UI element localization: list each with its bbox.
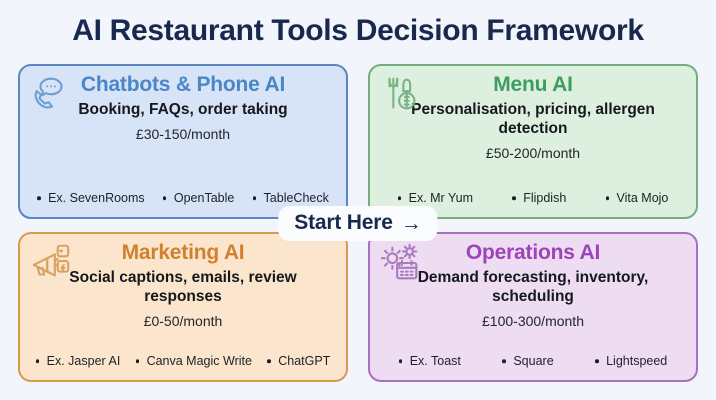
card-description: Demand forecasting, inventory, schedulin…	[417, 269, 649, 305]
list-item: Ex. Toast	[399, 354, 461, 368]
card-price: £100-300/month	[482, 313, 584, 329]
list-item: Canva Magic Write	[136, 354, 252, 368]
list-item: Flipdish	[512, 191, 566, 205]
card-header: Menu AI	[380, 72, 686, 98]
card-title: Menu AI	[493, 73, 573, 96]
card-description: Social captions, emails, review response…	[69, 269, 297, 305]
card-example-list: Ex. Mr Yum Flipdish Vita Mojo	[378, 191, 688, 205]
start-here-badge[interactable]: Start Here →	[278, 206, 438, 241]
page-title: AI Restaurant Tools Decision Framework	[72, 14, 644, 47]
card-price: £50-200/month	[485, 145, 581, 161]
arrow-right-icon: →	[400, 211, 422, 235]
quadrant-card-menu[interactable]: Menu AI Personalisation, pricing, allerg…	[368, 64, 698, 219]
card-title: Marketing AI	[121, 241, 245, 264]
quadrant-card-operations[interactable]: Operations AI Demand forecasting, invent…	[368, 232, 698, 382]
card-title: Operations AI	[465, 241, 601, 264]
card-header: Operations AI	[380, 240, 686, 266]
card-header: Chatbots & Phone AI	[30, 72, 336, 98]
card-description: Booking, FAQs, order taking	[78, 101, 288, 118]
card-price: £0-50/month	[143, 313, 223, 329]
list-item: Ex. SevenRooms	[37, 191, 145, 205]
gears-calendar-icon	[378, 240, 424, 286]
list-item: Ex. Jasper AI	[36, 354, 121, 368]
card-example-list: Ex. SevenRooms OpenTable TableCheck	[28, 191, 338, 205]
list-item: Lightspeed	[595, 354, 667, 368]
start-here-label: Start Here	[294, 211, 393, 234]
card-description: Personalisation, pricing, allergen detec…	[411, 101, 655, 137]
list-item: OpenTable	[163, 191, 234, 205]
phone-chat-icon	[28, 72, 74, 118]
list-item: TableCheck	[253, 191, 329, 205]
card-example-list: Ex. Jasper AI Canva Magic Write ChatGPT	[28, 354, 338, 368]
list-item: Ex. Mr Yum	[398, 191, 473, 205]
card-header: Marketing AI	[30, 240, 336, 266]
fork-knife-menu-icon	[378, 72, 424, 118]
card-title: Chatbots & Phone AI	[80, 73, 286, 96]
quadrant-card-chatbots[interactable]: Chatbots & Phone AI Booking, FAQs, order…	[18, 64, 348, 219]
card-price: £30-150/month	[135, 126, 231, 142]
list-item: Vita Mojo	[606, 191, 669, 205]
quadrant-card-marketing[interactable]: Marketing AI Social captions, emails, re…	[18, 232, 348, 382]
card-example-list: Ex. Toast Square Lightspeed	[378, 354, 688, 368]
list-item: Square	[502, 354, 553, 368]
quadrant-grid: Chatbots & Phone AI Booking, FAQs, order…	[18, 64, 698, 382]
megaphone-social-icon	[28, 240, 74, 286]
list-item: ChatGPT	[267, 354, 330, 368]
